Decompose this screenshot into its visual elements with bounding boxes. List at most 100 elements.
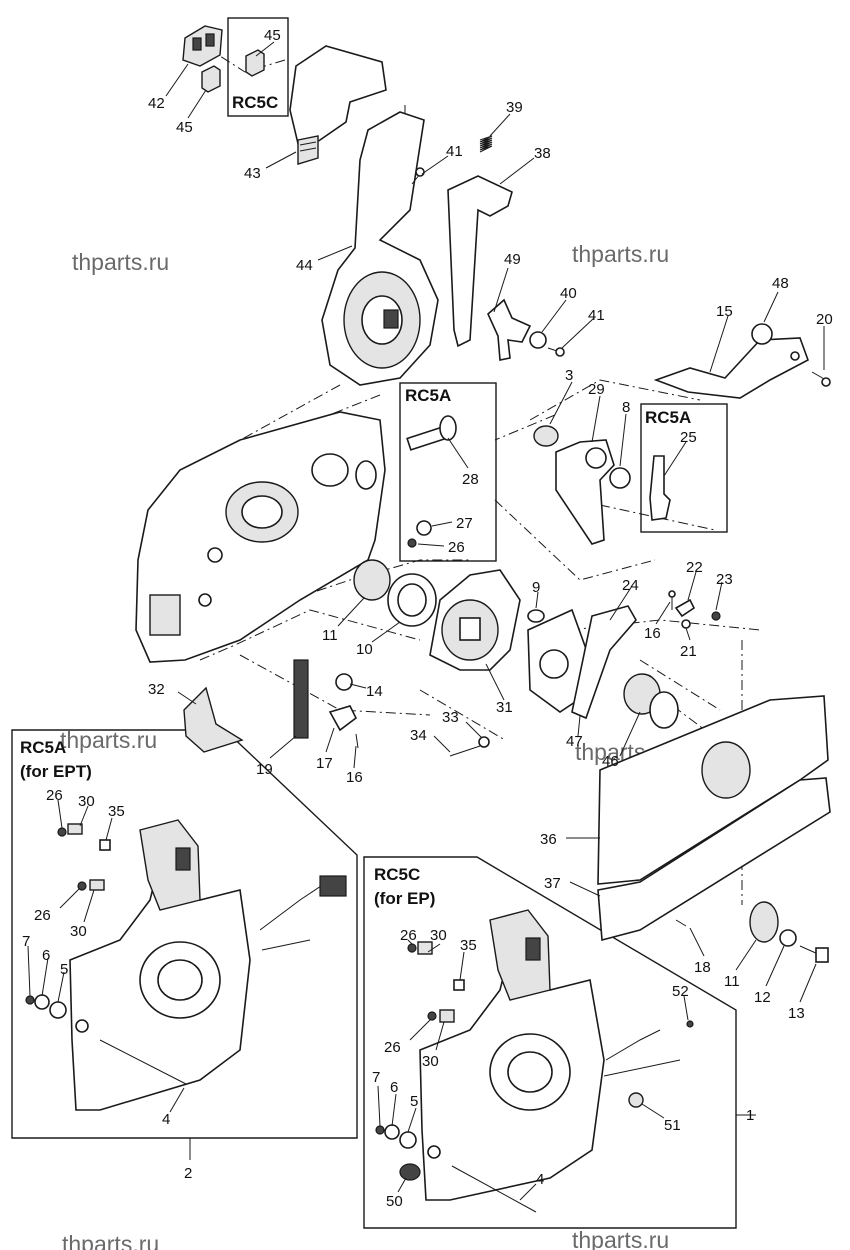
rc5a-label: RC5A <box>645 408 691 427</box>
screw-16-low <box>355 733 359 749</box>
detent-22-21-23 <box>674 598 721 629</box>
cover-36 <box>597 695 829 885</box>
callout-26: 26 <box>46 787 63 804</box>
callout-26: 26 <box>448 539 465 556</box>
switch-icon <box>192 37 202 51</box>
gear-29 <box>555 439 615 545</box>
rack-19 <box>293 659 309 739</box>
callout-44: 44 <box>296 257 313 274</box>
washer-27 <box>416 520 432 536</box>
callout-20: 20 <box>816 311 833 328</box>
bolt-34-33 <box>449 736 490 757</box>
callout-32: 32 <box>148 681 165 698</box>
callout-38: 38 <box>534 145 551 162</box>
lever-grip-43 <box>289 45 387 165</box>
washer-12 <box>779 929 797 947</box>
callout-29: 29 <box>588 381 605 398</box>
spring-11b <box>749 901 779 943</box>
screw-16-top <box>668 590 676 610</box>
watermark: thparts.ru <box>572 241 669 267</box>
lever-25 <box>649 455 671 521</box>
callout-14: 14 <box>366 683 383 700</box>
callout-3: 3 <box>565 367 573 384</box>
screw-20 <box>811 371 831 387</box>
callout-47: 47 <box>566 733 583 750</box>
roller-14 <box>335 673 353 691</box>
cover-37 <box>597 777 831 942</box>
neutral-arm-38 <box>447 175 513 348</box>
switch-icon <box>175 847 191 871</box>
callout-42: 42 <box>148 95 165 112</box>
callout-5: 5 <box>410 1093 418 1110</box>
rc5c-label: RC5C <box>232 93 278 112</box>
switch-cover-42 <box>182 25 223 67</box>
callout-30: 30 <box>422 1053 439 1070</box>
callout-6: 6 <box>390 1079 398 1096</box>
callout-18: 18 <box>694 959 711 976</box>
rc5c-box <box>227 17 289 117</box>
callout-13: 13 <box>788 1005 805 1022</box>
callout-51: 51 <box>664 1117 681 1134</box>
pin-28 <box>406 415 457 451</box>
plate-24 <box>527 608 591 713</box>
cam-46 <box>623 673 679 729</box>
callout-9: 9 <box>532 579 540 596</box>
connector-icon <box>319 875 347 897</box>
arm-47 <box>571 605 637 720</box>
switch-45 <box>201 49 265 93</box>
spring-39 <box>479 135 493 153</box>
rc5c-ep-kit-frame <box>363 856 737 1229</box>
callout-26: 26 <box>400 927 417 944</box>
assembly-rc5a-ept <box>25 819 347 1111</box>
callout-5: 5 <box>60 961 68 978</box>
callout-46: 46 <box>602 753 619 770</box>
callout-27: 27 <box>456 515 473 532</box>
callout-37: 37 <box>544 875 561 892</box>
callout-30: 30 <box>78 793 95 810</box>
rc5c-ep-title: RC5C <box>374 865 420 884</box>
callout-6: 6 <box>42 947 50 964</box>
callout-19: 19 <box>256 761 273 778</box>
callout-28: 28 <box>462 471 479 488</box>
callout-30: 30 <box>430 927 447 944</box>
callout-23: 23 <box>716 571 733 588</box>
bolt-13 <box>799 945 829 963</box>
callout-36: 36 <box>540 831 557 848</box>
callout-25: 25 <box>680 429 697 446</box>
callout-48: 48 <box>772 275 789 292</box>
switch-icon <box>205 33 215 47</box>
rc5a-right-box <box>640 403 728 533</box>
callout-15: 15 <box>716 303 733 320</box>
callout-12: 12 <box>754 989 771 1006</box>
callout-31: 31 <box>496 699 513 716</box>
callout-39: 39 <box>506 99 523 116</box>
callout-16: 16 <box>346 769 363 786</box>
washer-40 <box>529 331 547 349</box>
rc5c-ep-subtitle: (for EP) <box>374 889 435 908</box>
clip-26 <box>407 538 417 548</box>
callout-35: 35 <box>108 803 125 820</box>
watermark: thparts.ru <box>72 249 169 275</box>
callout-4: 4 <box>162 1111 170 1128</box>
callouts: 42 45 45 43 44 41 39 38 49 40 41 48 15 2… <box>22 27 833 1210</box>
callout-7: 7 <box>372 1069 380 1086</box>
callout-41: 41 <box>446 143 463 160</box>
callout-45: 45 <box>264 27 281 44</box>
bushing-9 <box>527 609 545 623</box>
throttle-arm-15 <box>653 337 809 399</box>
callout-8: 8 <box>622 399 630 416</box>
callout-2: 2 <box>184 1165 192 1182</box>
bushing-48 <box>751 323 773 345</box>
assembly-rc5c-ep <box>375 909 694 1213</box>
rc5a-label: RC5A <box>405 386 451 405</box>
callout-1: 1 <box>746 1107 754 1124</box>
callout-24: 24 <box>622 577 639 594</box>
callout-21: 21 <box>680 643 697 660</box>
watermark: thparts.ru <box>60 727 157 753</box>
callout-22: 22 <box>686 559 703 576</box>
callout-10: 10 <box>356 641 373 658</box>
callout-17: 17 <box>316 755 333 772</box>
watermark: thparts.ru <box>62 1231 159 1250</box>
callout-26: 26 <box>384 1039 401 1056</box>
